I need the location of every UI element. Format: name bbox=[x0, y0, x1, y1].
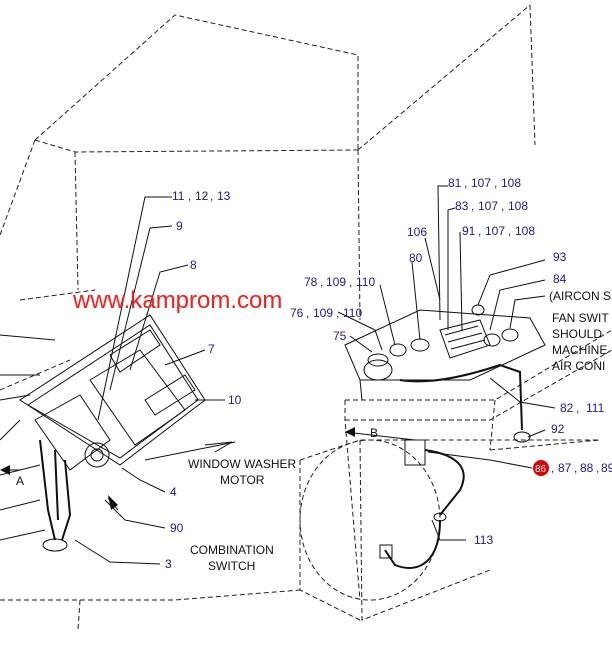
callout-90: 90 bbox=[170, 521, 184, 535]
svg-text:,: , bbox=[306, 306, 309, 320]
callout-110-b: 110 bbox=[343, 306, 362, 320]
caption-combination-switch-line1: COMBINATION bbox=[190, 543, 274, 557]
callout-88: 88 bbox=[580, 461, 594, 475]
callout-89: 89 bbox=[601, 461, 612, 475]
svg-text:,: , bbox=[320, 275, 323, 289]
svg-text:,: , bbox=[188, 189, 191, 203]
leader-lines bbox=[5, 185, 556, 565]
svg-text:,: , bbox=[336, 306, 339, 320]
svg-text:,: , bbox=[210, 189, 213, 203]
note-aircon: (AIRCON S bbox=[549, 289, 611, 303]
combination-switch-assembly bbox=[0, 314, 206, 552]
callout-13: 13 bbox=[217, 189, 231, 203]
callout-108-c: 108 bbox=[515, 224, 535, 238]
arrow-markers bbox=[0, 427, 355, 510]
svg-text:,: , bbox=[574, 461, 577, 475]
fan-switch-cluster bbox=[344, 304, 546, 569]
caption-letter-a: A bbox=[16, 474, 24, 488]
callout-labels: 11 , 12 , 13 9 8 7 10 4 90 3 81 , 107 , … bbox=[165, 176, 612, 571]
callout-11: 11 bbox=[172, 189, 185, 203]
callout-78: 78 bbox=[304, 275, 318, 289]
svg-text:,: , bbox=[551, 461, 554, 475]
floor-console bbox=[299, 329, 612, 621]
watermark-text: www.kamprom.com bbox=[72, 287, 282, 314]
svg-text:,: , bbox=[471, 199, 474, 213]
caption-combination-switch-line2: SWITCH bbox=[208, 559, 255, 573]
callout-12: 12 bbox=[195, 189, 209, 203]
callout-92: 92 bbox=[551, 422, 565, 436]
callout-107-a: 107 bbox=[471, 176, 491, 190]
callout-109-a: 109 bbox=[326, 275, 346, 289]
note-fan-line4: AIR CONI bbox=[552, 359, 605, 373]
callout-106: 106 bbox=[407, 225, 427, 239]
callout-108-a: 108 bbox=[501, 176, 521, 190]
callout-113: 113 bbox=[474, 533, 493, 547]
callout-75: 75 bbox=[333, 329, 347, 343]
callout-10: 10 bbox=[228, 393, 242, 407]
callout-107-c: 107 bbox=[485, 224, 505, 238]
caption-window-washer-motor-line2: MOTOR bbox=[220, 473, 265, 487]
callout-7: 7 bbox=[208, 342, 215, 356]
callout-111: 111 bbox=[586, 401, 605, 415]
note-fan-line1: FAN SWIT bbox=[552, 311, 609, 325]
callout-76: 76 bbox=[290, 306, 304, 320]
svg-text:,: , bbox=[576, 401, 579, 415]
callout-93: 93 bbox=[553, 250, 567, 264]
callout-4: 4 bbox=[170, 485, 177, 499]
note-fan-line2: SHOULD bbox=[552, 327, 602, 341]
callout-91: 91 bbox=[462, 224, 476, 238]
cab-outline bbox=[0, 4, 536, 631]
callout-80: 80 bbox=[409, 251, 423, 265]
svg-text:,: , bbox=[508, 224, 511, 238]
svg-text:,: , bbox=[478, 224, 481, 238]
arrow-down-icon bbox=[108, 495, 118, 510]
captions: WINDOW WASHER MOTOR COMBINATION SWITCH A… bbox=[16, 289, 611, 573]
callout-84: 84 bbox=[553, 272, 567, 286]
callout-83: 83 bbox=[455, 199, 469, 213]
callout-108-b: 108 bbox=[508, 199, 528, 213]
callout-87: 87 bbox=[558, 461, 572, 475]
callout-86: 86 bbox=[535, 464, 547, 475]
svg-text:,: , bbox=[596, 461, 599, 475]
callout-109-b: 109 bbox=[313, 306, 333, 320]
callout-8: 8 bbox=[190, 258, 197, 272]
arrow-b-icon bbox=[345, 427, 355, 437]
highlight-dot-icon bbox=[533, 460, 549, 476]
svg-text:,: , bbox=[349, 275, 352, 289]
callout-3: 3 bbox=[165, 557, 172, 571]
arrow-a-icon bbox=[0, 465, 10, 475]
callout-107-b: 107 bbox=[478, 199, 498, 213]
caption-letter-b: B bbox=[370, 426, 378, 440]
callout-81: 81 bbox=[448, 176, 462, 190]
callout-110-a: 110 bbox=[356, 275, 375, 289]
svg-text:,: , bbox=[494, 176, 497, 190]
caption-window-washer-motor-line1: WINDOW WASHER bbox=[188, 457, 297, 471]
callout-9: 9 bbox=[176, 219, 183, 233]
note-fan-line3: MACHINE bbox=[552, 343, 607, 357]
svg-text:,: , bbox=[464, 176, 467, 190]
callout-82: 82 bbox=[560, 401, 574, 415]
svg-text:,: , bbox=[501, 199, 504, 213]
